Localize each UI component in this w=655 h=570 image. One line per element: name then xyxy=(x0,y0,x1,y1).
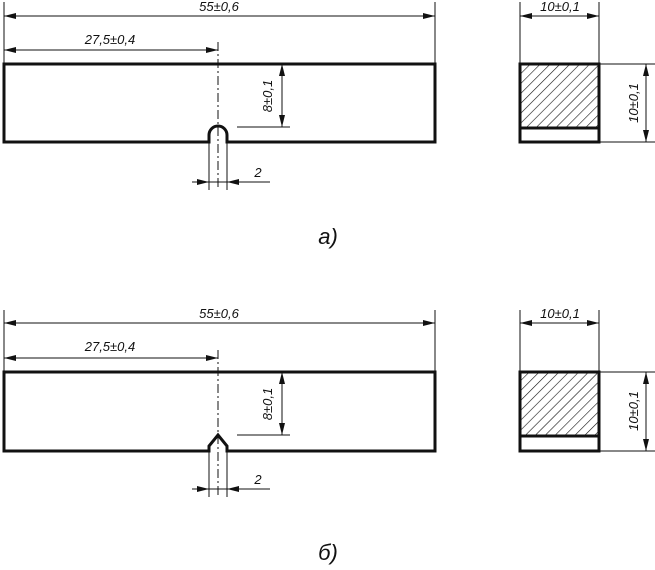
arrowhead xyxy=(227,486,239,492)
length-label: 55±0,6 xyxy=(199,0,239,14)
arrowhead xyxy=(643,439,649,451)
length-dimension: 55±0,6 xyxy=(3,0,436,64)
figure-caption: а) xyxy=(318,224,338,249)
arrowhead xyxy=(279,423,285,435)
arrowhead xyxy=(279,115,285,127)
notch-width-label: 2 xyxy=(253,165,262,180)
section-height-dimension: 10±0,1 xyxy=(599,371,655,452)
arrowhead xyxy=(227,179,239,185)
notch-width-dimension: 2 xyxy=(192,451,270,497)
arrowhead xyxy=(423,13,435,19)
arrowhead xyxy=(587,320,599,326)
arrowhead xyxy=(279,372,285,384)
section-width-dimension: 10±0,1 xyxy=(519,0,600,64)
section-hatch xyxy=(520,64,599,128)
arrowhead xyxy=(206,47,218,53)
notch-width-dimension: 2 xyxy=(192,142,270,190)
ligament-height-label: 8±0,1 xyxy=(260,80,275,112)
specimen-outline xyxy=(2,62,437,144)
notch-position-label: 27,5±0,4 xyxy=(84,32,136,47)
length-label: 55±0,6 xyxy=(199,306,239,321)
arrowhead xyxy=(643,372,649,384)
cross-section xyxy=(518,370,601,453)
section-height-label: 10±0,1 xyxy=(626,391,641,431)
notch-width-label: 2 xyxy=(253,472,262,487)
section-outline xyxy=(518,370,601,453)
arrowhead xyxy=(279,64,285,76)
length-dimension: 55±0,6 xyxy=(3,306,436,372)
notch-position-dimension: 27,5±0,4 xyxy=(4,32,218,53)
arrowhead xyxy=(197,486,209,492)
ligament-height-label: 8±0,1 xyxy=(260,388,275,420)
ligament-height-dimension: 8±0,1 xyxy=(237,372,290,436)
section-width-label: 10±0,1 xyxy=(540,306,580,321)
arrowhead xyxy=(197,179,209,185)
figure-b: 55±0,6 27,5±0,4 8±0,1 2 xyxy=(2,306,655,565)
arrowhead xyxy=(520,320,532,326)
figure-a: 55±0,6 27,5±0,4 8±0,1 2 xyxy=(2,0,655,249)
arrowhead xyxy=(520,13,532,19)
arrowhead xyxy=(4,320,16,326)
arrowhead xyxy=(643,130,649,142)
arrowhead xyxy=(206,355,218,361)
figure-caption: б) xyxy=(318,540,338,565)
cross-section xyxy=(518,62,601,144)
section-outline xyxy=(518,62,601,144)
notch-position-label: 27,5±0,4 xyxy=(84,339,136,354)
arrowhead xyxy=(4,355,16,361)
section-height-label: 10±0,1 xyxy=(626,83,641,123)
notch-position-dimension: 27,5±0,4 xyxy=(4,339,218,361)
section-hatch xyxy=(520,372,599,436)
arrowhead xyxy=(4,47,16,53)
arrowhead xyxy=(423,320,435,326)
section-width-dimension: 10±0,1 xyxy=(519,306,600,372)
arrowhead xyxy=(4,13,16,19)
section-width-label: 10±0,1 xyxy=(540,0,580,14)
section-height-dimension: 10±0,1 xyxy=(599,63,655,143)
specimen-outline xyxy=(2,370,437,453)
arrowhead xyxy=(587,13,599,19)
arrowhead xyxy=(643,64,649,76)
ligament-height-dimension: 8±0,1 xyxy=(237,64,290,128)
